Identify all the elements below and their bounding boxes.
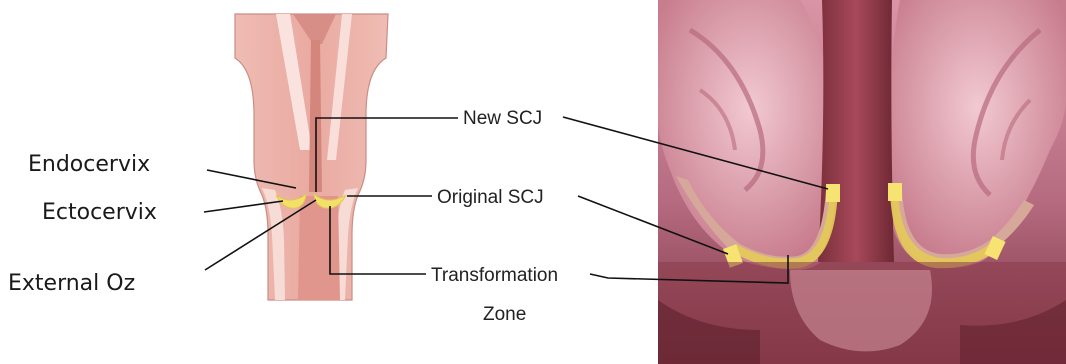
label-new-scj: New SCJ [463,108,542,129]
label-transformation: Transformation [431,265,558,286]
label-ectocervix: Ectocervix [42,200,157,225]
label-external-os: External Oz [8,271,135,296]
cervix-photo-illustration [658,0,1066,364]
photo-new-scj-right-marker [888,183,902,201]
label-zone: Zone [483,304,526,325]
label-endocervix: Endocervix [28,152,150,177]
photo-new-scj-left-marker [826,184,840,202]
lower-canal [298,196,340,300]
label-original-scj: Original SCJ [437,187,544,208]
cervix-schematic [235,14,388,300]
